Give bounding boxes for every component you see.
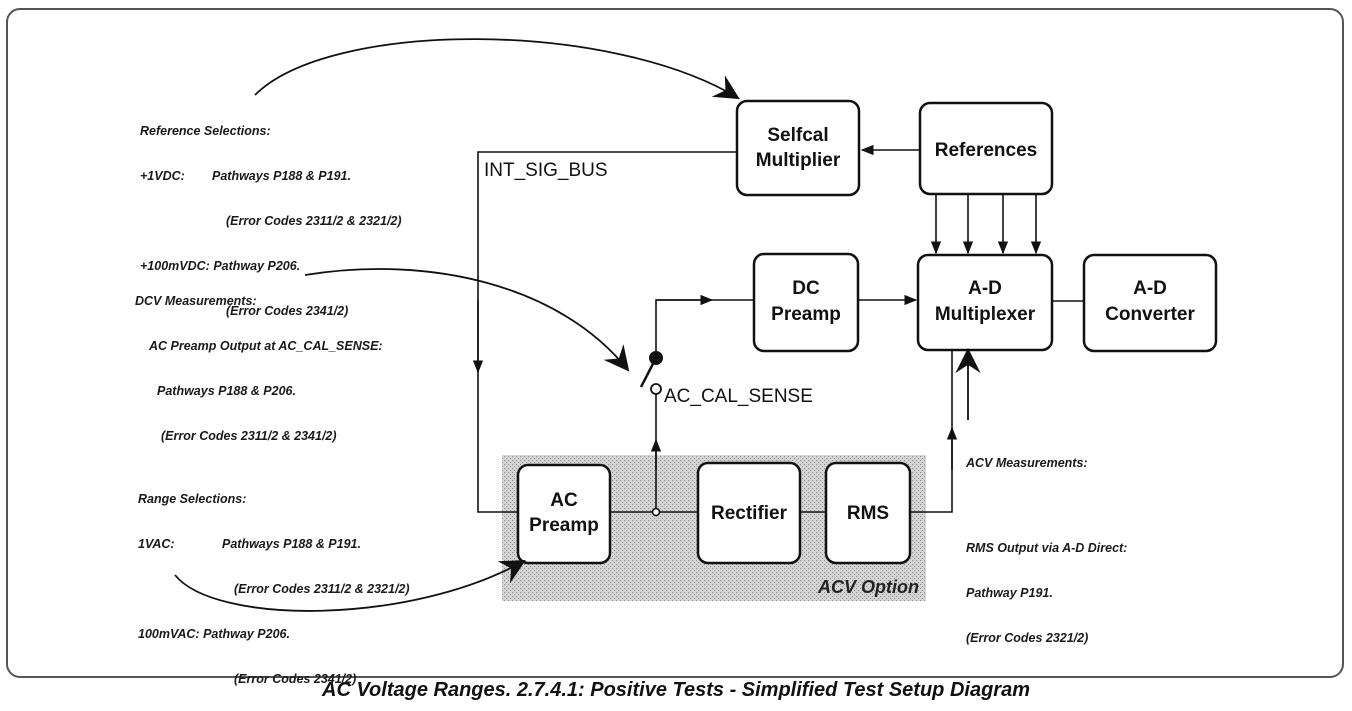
selfcal-multiplier-label-1: Selfcal (767, 125, 828, 146)
connection-lines (472, 144, 1084, 513)
ad-multiplexer-label-1: A-D (968, 278, 1002, 299)
acv-option-label: ACV Option (817, 577, 919, 597)
reference-line2-value: Pathway P206. (213, 259, 301, 273)
references-label: References (935, 140, 1037, 161)
ac-preamp-label-1: AC (550, 490, 578, 511)
range-line1-label: 1VAC: (138, 537, 175, 551)
ad-converter-label-2: Converter (1105, 304, 1195, 325)
ad-converter-block: A-D Converter (1082, 253, 1218, 353)
reference-line1-codes: (Error Codes 2311/2 & 2321/2) (226, 214, 402, 228)
switch-pole (649, 351, 663, 365)
reference-line1-value: Pathways P188 & P191. (212, 169, 351, 183)
dc-preamp-label-1: DC (792, 278, 820, 299)
range-line1-codes: (Error Codes 2311/2 & 2321/2) (234, 582, 410, 596)
selfcal-multiplier-block: Selfcal Multiplier (735, 99, 861, 197)
dcv-line2: Pathways P188 & P206. (157, 384, 296, 398)
dc-preamp-label-2: Preamp (771, 304, 841, 325)
int-sig-bus-label: INT_SIG_BUS (484, 160, 608, 181)
dc-preamp-block: DC Preamp (752, 252, 860, 353)
ad-multiplexer-label-2: Multiplexer (935, 304, 1036, 325)
ac-cal-sense-label: AC_CAL_SENSE (664, 386, 813, 407)
dcv-line3: (Error Codes 2311/2 & 2341/2) (161, 429, 337, 443)
rectifier-label: Rectifier (711, 503, 788, 524)
acv-heading: ACV Measurements: (966, 456, 1088, 470)
annotation-arrows (174, 38, 981, 612)
dcv-line1: AC Preamp Output at AC_CAL_SENSE: (149, 339, 383, 353)
dcv-heading: DCV Measurements: (135, 294, 257, 308)
range-line2-value: Pathway P206. (203, 627, 290, 641)
range-selections-note: Range Selections: 1VAC: Pathways P188 & P… (138, 462, 410, 702)
ad-converter-label-1: A-D (1133, 278, 1167, 299)
reference-line2: +100mVDC: Pathway P206. (140, 259, 402, 274)
reference-heading: Reference Selections: (140, 124, 271, 138)
reference-line2-label: +100mVDC: (140, 259, 210, 273)
reference-line2-codes: (Error Codes 2341/2) (226, 304, 349, 318)
rectifier-block: Rectifier (696, 461, 802, 565)
figure-caption: AC Voltage Ranges. 2.7.4.1: Positive Tes… (322, 679, 1030, 701)
tap-node (651, 507, 661, 517)
ac-preamp-label-2: Preamp (529, 515, 599, 536)
rms-label: RMS (847, 503, 889, 524)
dcv-measurements-note: DCV Measurements: AC Preamp Output at AC… (135, 264, 383, 459)
acv-measurements-note: ACV Measurements: RMS Output via A-D Dir… (966, 426, 1127, 661)
acv-line2: Pathway P191. (966, 586, 1053, 600)
range-line2-codes: (Error Codes 2341/2) (234, 672, 357, 686)
range-line2-label: 100mVAC: (138, 627, 200, 641)
acv-line3: (Error Codes 2321/2) (966, 631, 1089, 645)
switch-contact (650, 383, 662, 395)
ad-multiplexer-block: A-D Multiplexer (916, 253, 1054, 352)
selfcal-multiplier-label-2: Multiplier (756, 150, 841, 171)
acv-line1: RMS Output via A-D Direct: (966, 541, 1128, 555)
rms-block: RMS (824, 461, 912, 565)
diagram-frame (6, 8, 1344, 678)
references-block: References (918, 101, 1054, 196)
range-heading: Range Selections: (138, 492, 247, 506)
reference-selections-note: Reference Selections: +1VDC: Pathways P18… (140, 94, 402, 334)
reference-line1-label: +1VDC: (140, 169, 185, 183)
ac-preamp-block: AC Preamp (516, 463, 612, 565)
range-line1-value: Pathways P188 & P191. (222, 537, 361, 551)
